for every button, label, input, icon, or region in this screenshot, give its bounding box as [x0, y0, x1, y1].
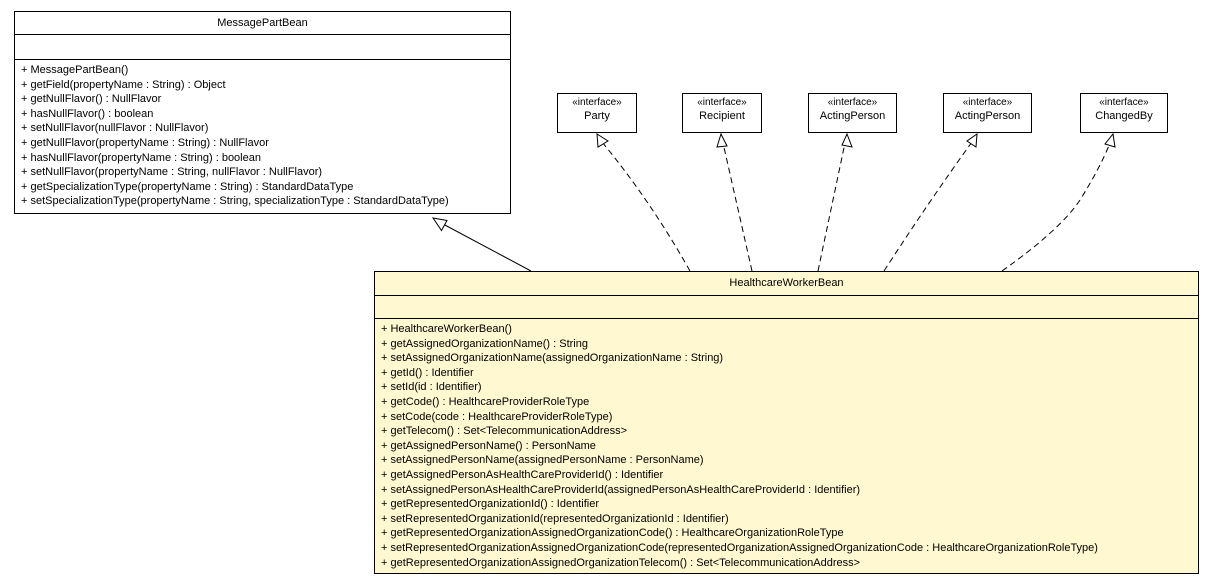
class-operation: + getSpecializationType(propertyName : S…	[21, 180, 354, 193]
interface-changedby[interactable]: «interface» ChangedBy	[1080, 93, 1168, 133]
generalization-arrowhead	[431, 217, 448, 232]
class-healthcareworkerbean[interactable]: HealthcareWorkerBean + HealthcareWorkerB…	[374, 271, 1199, 574]
interface-name: Party	[584, 110, 610, 122]
class-operation: + setAssignedOrganizationName(assignedOr…	[381, 352, 724, 365]
interface-party[interactable]: «interface» Party	[557, 93, 637, 133]
realization-edge-changedby	[1001, 132, 1116, 272]
class-operation: + hasNullFlavor(propertyName : String) :…	[21, 151, 261, 164]
class-operation: + setNullFlavor(propertyName : String, n…	[21, 166, 323, 179]
class-operation: + setAssignedPersonAsHealthCareProviderI…	[381, 483, 861, 496]
interface-stereotype: «interface»	[827, 97, 878, 108]
class-operation: + getId() : Identifier	[381, 366, 474, 379]
class-operation: + getAssignedPersonAsHealthCareProviderI…	[381, 468, 664, 481]
interface-stereotype: «interface»	[962, 97, 1013, 108]
class-operation: + setRepresentedOrganizationAssignedOrga…	[381, 541, 1098, 554]
class-operation: + HealthcareWorkerBean()	[381, 323, 512, 335]
class-operation: + setId(id : Identifier)	[381, 381, 482, 394]
realization-arrowhead	[596, 133, 609, 148]
class-name: HealthcareWorkerBean	[375, 272, 1198, 296]
class-operation: + getRepresentedOrganizationAssignedOrga…	[381, 527, 844, 540]
interface-name: ActingPerson	[819, 110, 886, 122]
interface-name: ChangedBy	[1095, 110, 1153, 122]
realization-arrowhead	[841, 132, 853, 148]
interface-name: ActingPerson	[954, 110, 1021, 122]
realization-edge-actingperson-2	[883, 132, 978, 272]
class-operation: + getField(propertyName : String) : Obje…	[21, 78, 226, 91]
realization-edge-party	[596, 133, 691, 272]
class-operations-compartment: + HealthcareWorkerBean() + getAssignedOrg…	[375, 319, 1198, 570]
realization-arrowhead	[716, 132, 728, 148]
generalization-edge-messagepartbean	[431, 217, 532, 272]
realization-arrowhead	[1104, 132, 1116, 148]
class-attributes-compartment	[15, 35, 510, 60]
class-operation: + setAssignedPersonName(assignedPersonNa…	[381, 454, 704, 467]
interface-recipient[interactable]: «interface» Recipient	[682, 93, 762, 133]
class-operation: + setSpecializationType(propertyName : S…	[21, 195, 449, 208]
class-operation: + getAssignedOrganizationName() : String	[381, 337, 588, 350]
interface-stereotype: «interface»	[697, 97, 747, 108]
interface-stereotype: «interface»	[572, 97, 622, 108]
class-operation: + setRepresentedOrganizationId(represent…	[381, 512, 729, 525]
realization-edge-actingperson-1	[817, 132, 853, 272]
class-attributes-compartment	[375, 296, 1198, 319]
class-operation: + MessagePartBean()	[21, 64, 129, 76]
class-operation: + hasNullFlavor() : boolean	[21, 107, 154, 120]
interface-actingperson-2[interactable]: «interface» ActingPerson	[943, 93, 1032, 133]
class-operation: + getRepresentedOrganizationAssignedOrga…	[381, 556, 861, 569]
class-messagepartbean[interactable]: MessagePartBean + MessagePartBean() + get…	[14, 11, 511, 214]
class-operation: + getAssignedPersonName() : PersonName	[381, 439, 596, 452]
interface-stereotype: «interface»	[1099, 97, 1149, 108]
class-operation: + getRepresentedOrganizationId() : Ident…	[381, 498, 599, 511]
class-operations-compartment: + MessagePartBean() + getField(propertyNa…	[15, 60, 510, 209]
class-operation: + setCode(code : HealthcareProviderRoleT…	[381, 410, 613, 423]
realization-edge-recipient	[716, 132, 753, 272]
interface-name: Recipient	[699, 110, 745, 122]
class-operation: + setNullFlavor(nullFlavor : NullFlavor)	[21, 122, 209, 135]
realization-arrowhead	[966, 132, 978, 148]
interface-actingperson-1[interactable]: «interface» ActingPerson	[808, 93, 897, 133]
class-operation: + getNullFlavor(propertyName : String) :…	[21, 136, 269, 149]
class-operation: + getTelecom() : Set<TelecommunicationAd…	[381, 425, 628, 438]
class-operation: + getCode() : HealthcareProviderRoleType	[381, 395, 590, 408]
class-operation: + getNullFlavor() : NullFlavor	[21, 93, 162, 106]
class-name: MessagePartBean	[15, 12, 510, 35]
